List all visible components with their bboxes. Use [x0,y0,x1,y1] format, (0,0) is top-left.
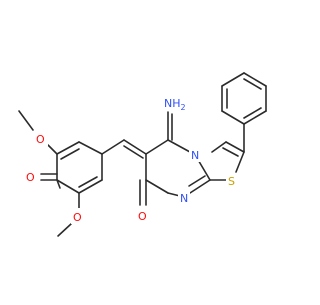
methoxy-oxygen-top: O [36,133,45,146]
bond [123,139,147,155]
bond [78,176,98,188]
imine-nitrogen: N [180,192,188,205]
bond [243,78,262,90]
label-background [178,190,190,205]
bond [60,148,80,160]
bond [221,72,245,87]
bond [225,141,245,153]
label-background [34,130,48,146]
bond [189,179,211,194]
bond [18,110,34,131]
bond [188,175,206,187]
ketone-oxygen: O [138,210,147,223]
amine-label: NH2 [164,97,186,112]
bond [167,139,191,153]
bond [57,223,72,237]
methoxy-oxygen-bottom: O [73,211,82,224]
bond [145,179,169,194]
amine-subscript: 2 [181,103,186,112]
bond [243,107,262,119]
bond [56,179,80,194]
bond [235,151,245,173]
bond [243,110,267,125]
label-background [189,147,201,162]
label-background [71,208,85,224]
ring-nitrogen: N [191,149,199,162]
structure-canvas: O O O NH2 N N S O [18,72,267,237]
bond [47,144,58,155]
bond [56,141,80,155]
bonds [18,72,267,237]
bond [243,72,267,87]
quinone-oxygen: O [26,171,35,184]
sulfur-atom: S [228,175,235,188]
bond [211,141,227,153]
bond [145,139,169,155]
amine-nh: NH [164,97,181,110]
label-background [163,94,187,110]
label-background [24,168,40,185]
label-background [226,173,238,188]
atom-labels: O O O NH2 N N S O [24,94,238,224]
bond [56,179,61,189]
label-background [136,207,150,223]
bond [78,179,103,194]
bond [123,145,144,159]
bond [221,110,245,125]
bond [101,139,125,155]
bond [78,141,103,155]
bond [222,147,239,157]
molecule-structure: O O O NH2 N N S O [18,72,267,237]
